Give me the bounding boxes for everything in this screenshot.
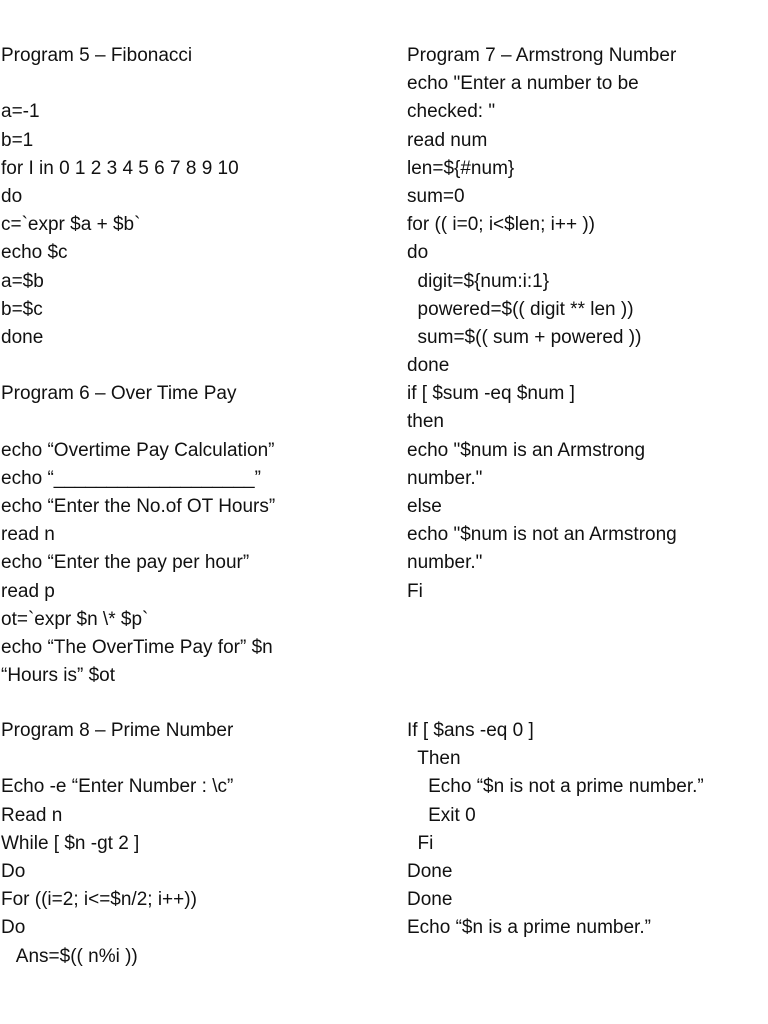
code-line: then <box>407 411 444 433</box>
code-line: powered=$(( digit ** len )) <box>407 298 634 320</box>
code-line: Echo “$n is a prime number.” <box>407 917 651 939</box>
code-line: checked: " <box>407 101 496 123</box>
code-line: do <box>407 242 429 264</box>
program-5-6-column: Program 5 – Fibonacci a=-1 b=1 for I in … <box>1 42 381 690</box>
code-line: echo “Enter the No.of OT Hours” <box>1 496 276 517</box>
code-line: Echo “$n is not a prime number.” <box>407 776 704 798</box>
code-line: for I in 0 1 2 3 4 5 6 7 8 9 10 <box>1 157 239 179</box>
code-line: echo "$num is an Armstrong <box>407 439 646 461</box>
program-8-column: Program 8 – Prime Number Echo -e “Enter … <box>1 717 381 971</box>
code-line: Program 7 – Armstrong Number <box>407 45 677 66</box>
code-line: echo "Enter a number to be <box>407 73 639 95</box>
code-line: Echo -e “Enter Number : \c” <box>1 776 234 798</box>
code-line: done <box>1 326 44 348</box>
code-line: echo “Overtime Pay Calculation” <box>1 439 275 461</box>
code-line: digit=${num:i:1} <box>407 270 550 292</box>
code-line: Read n <box>1 804 63 826</box>
code-line: Then <box>407 748 461 770</box>
code-line: echo “Enter the pay per hour” <box>1 552 250 574</box>
code-line: a=$b <box>1 270 44 292</box>
code-line: a=-1 <box>1 101 40 123</box>
code-line: sum=$(( sum + powered )) <box>407 326 642 348</box>
code-line: b=$c <box>1 298 43 320</box>
code-line: else <box>407 496 442 517</box>
code-line: len=${#num} <box>407 157 515 179</box>
code-line: Fi <box>407 832 434 854</box>
code-line <box>1 745 381 773</box>
code-line: Exit 0 <box>407 804 476 826</box>
code-line: Ans=$(( n%i )) <box>1 945 138 967</box>
code-line: b=1 <box>1 129 34 151</box>
code-line: read n <box>1 524 55 546</box>
code-line: ot=`expr $n \* $p` <box>1 608 149 630</box>
code-line: Do <box>1 860 26 882</box>
code-line: echo “___________________” <box>1 467 261 489</box>
program-8-continued-column: If [ $ans -eq 0 ] Then Echo “$n is not a… <box>407 717 768 943</box>
code-line: number." <box>407 467 483 489</box>
code-line: read num <box>407 129 488 151</box>
program-7-column: Program 7 – Armstrong Number echo "Enter… <box>407 42 768 606</box>
code-line: Done <box>407 860 453 882</box>
code-line <box>1 408 381 436</box>
code-line: If [ $ans -eq 0 ] <box>407 720 534 741</box>
code-line: echo “The OverTime Pay for” $n <box>1 636 273 658</box>
code-line: Fi <box>407 580 423 602</box>
code-line: number." <box>407 552 483 574</box>
code-line: sum=0 <box>407 185 465 207</box>
code-line: echo $c <box>1 242 68 264</box>
code-line: For ((i=2; i<=$n/2; i++)) <box>1 889 197 911</box>
code-line: echo "$num is not an Armstrong <box>407 524 677 546</box>
code-line: c=`expr $a + $b` <box>1 214 141 236</box>
code-line: do <box>1 185 23 207</box>
code-line: Program 5 – Fibonacci <box>1 45 193 66</box>
code-line: if [ $sum -eq $num ] <box>407 383 575 405</box>
code-line: done <box>407 355 450 377</box>
code-line: “Hours is” $ot <box>1 665 116 687</box>
code-line: read p <box>1 580 55 602</box>
code-line: for (( i=0; i<$len; i++ )) <box>407 214 595 236</box>
code-line <box>1 352 381 380</box>
code-line <box>1 70 381 98</box>
code-line: Done <box>407 889 453 911</box>
code-line: While [ $n -gt 2 ] <box>1 832 140 854</box>
code-line: Program 6 – Over Time Pay <box>1 383 237 405</box>
code-line: Program 8 – Prime Number <box>1 720 234 741</box>
code-line: Do <box>1 917 26 939</box>
